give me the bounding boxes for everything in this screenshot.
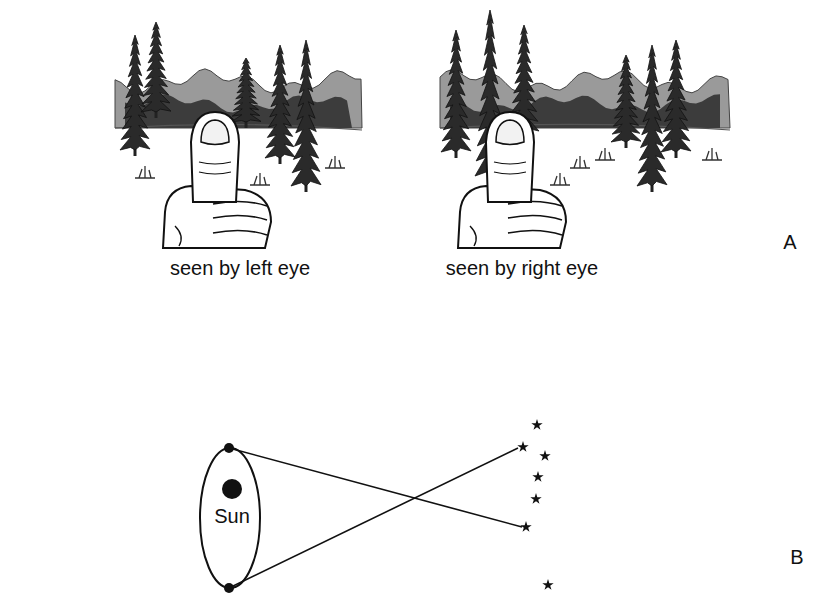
- grass-tuft: [135, 166, 155, 178]
- grass-tuft: [250, 173, 270, 185]
- spruce-tree: [611, 55, 641, 148]
- thumb: [486, 112, 534, 202]
- spruce-tree: [661, 40, 691, 158]
- sight-line: [229, 448, 518, 588]
- thumbnail: [201, 120, 229, 145]
- palm-crease: [175, 226, 181, 246]
- caption-label: seen by left eye: [170, 257, 310, 280]
- finger-curl: [213, 215, 267, 220]
- thumb-hand: [458, 112, 566, 248]
- thumb-hand: [163, 112, 271, 248]
- spruce-tree: [441, 30, 471, 158]
- panel-letter: A: [783, 231, 796, 254]
- sun-dot: [222, 479, 242, 499]
- tree-crown: [265, 45, 295, 158]
- grass-tuft: [550, 173, 570, 185]
- parallax-diagram: [200, 419, 554, 593]
- star: [517, 441, 528, 452]
- caption-label: seen by right eye: [446, 257, 598, 280]
- knuckle-crease: [494, 162, 526, 164]
- spruce-tree: [291, 40, 321, 192]
- star-field: [517, 419, 553, 590]
- tree-crown: [120, 35, 150, 150]
- spruce-tree: [637, 45, 667, 192]
- star: [531, 419, 542, 430]
- tree-crown: [291, 40, 321, 186]
- grass-tuft: [702, 148, 722, 160]
- tree-crown: [441, 30, 471, 152]
- panel-letter: B: [790, 546, 803, 569]
- spruce-tree: [265, 45, 295, 164]
- tree-crown: [661, 40, 691, 152]
- ground-line: [115, 124, 362, 130]
- sun-label: Sun: [214, 505, 250, 528]
- right-eye-scene: [440, 10, 730, 248]
- spruce-tree: [231, 58, 261, 128]
- thumbnail: [496, 120, 524, 145]
- star: [532, 471, 543, 482]
- tree-crown: [231, 58, 261, 122]
- palm-crease: [470, 226, 476, 246]
- thumb: [191, 112, 239, 202]
- star: [539, 450, 550, 461]
- finger-curl: [213, 230, 267, 235]
- star: [530, 493, 541, 504]
- sight-line: [229, 448, 522, 527]
- grass-tuft: [570, 156, 590, 168]
- spruce-tree: [141, 22, 171, 118]
- finger-curl: [508, 230, 562, 235]
- star: [542, 579, 553, 590]
- finger-curl: [508, 215, 562, 220]
- knuckle-crease: [199, 162, 231, 164]
- tree-crown: [637, 45, 667, 186]
- grass-tuft: [595, 148, 615, 160]
- star: [520, 521, 531, 532]
- earth-orbit: [200, 448, 260, 588]
- knuckle-crease: [199, 172, 231, 174]
- grass-tuft: [325, 156, 345, 168]
- left-eye-scene: [115, 22, 362, 248]
- tree-crown: [611, 55, 641, 142]
- tree-crown: [141, 22, 171, 112]
- knuckle-crease: [494, 172, 526, 174]
